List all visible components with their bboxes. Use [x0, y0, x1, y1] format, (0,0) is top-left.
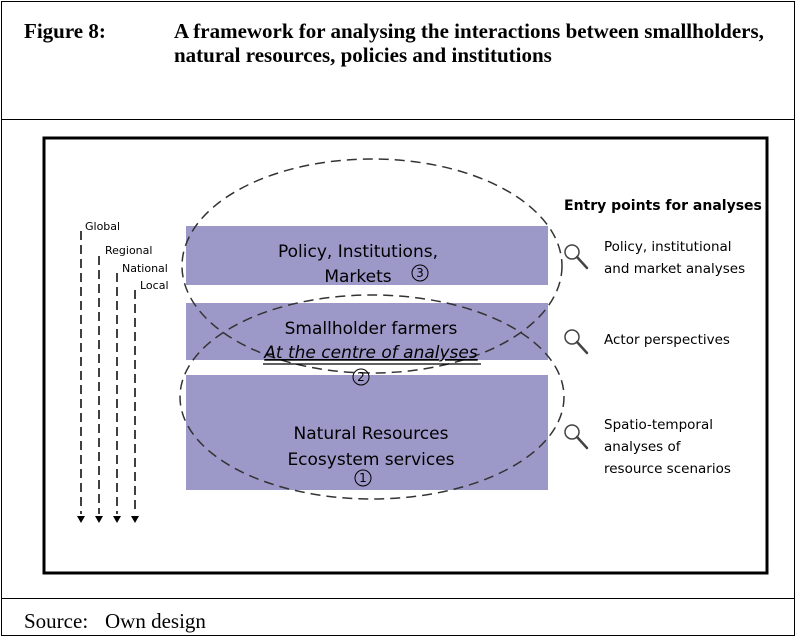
marker-3: 3 [416, 266, 424, 280]
entry-spatio-line2: analyses of [604, 439, 682, 455]
policy-band [186, 226, 548, 285]
figure-label: Figure 8: [24, 19, 106, 43]
figure-footer: Source: Own design [2, 598, 794, 637]
scale-global: Global [85, 220, 120, 233]
lower-ellipse [179, 294, 565, 500]
entry-points-title: Entry points for analyses [564, 198, 762, 214]
arrowhead-local [131, 516, 139, 523]
policy-line1: Policy, Institutions, [278, 242, 438, 262]
figure-header: Figure 8: A framework for analysing the … [2, 2, 794, 120]
entry-policy-line1: Policy, institutional [604, 239, 732, 255]
source-value: Own design [105, 609, 206, 633]
scale-national: National [122, 262, 168, 275]
marker-1-circle [354, 469, 372, 487]
entry-policy-line2: and market analyses [604, 261, 745, 277]
arrowhead-regional [95, 516, 103, 523]
policy-line2: Markets [324, 267, 391, 287]
diagram-frame [42, 136, 769, 575]
source-label: Source: [24, 609, 89, 633]
smallholder-line1: Smallholder farmers [285, 319, 458, 339]
scale-local: Local [140, 279, 169, 292]
figure-title: A framework for analysing the interactio… [174, 19, 764, 67]
entry-actor-line1: Actor perspectives [604, 332, 730, 348]
magnifier-icon [564, 244, 589, 270]
marker-2-circle [352, 368, 370, 386]
magnifier-icon [564, 329, 589, 355]
entry-spatio-line1: Spatio-temporal [604, 417, 713, 433]
arrowhead-global [77, 516, 85, 523]
scale-regional: Regional [105, 244, 152, 257]
marker-3-circle [411, 264, 429, 282]
marker-1: 1 [359, 471, 367, 485]
natural-line1: Natural Resources [294, 424, 449, 444]
smallholder-line2: At the centre of analyses [263, 343, 478, 363]
arrowhead-national [113, 516, 121, 523]
natural-line2: Ecosystem services [287, 450, 454, 470]
entry-spatio-line3: resource scenarios [604, 461, 731, 477]
marker-2: 2 [357, 370, 365, 384]
magnifier-icon [564, 424, 589, 450]
upper-ellipse [181, 158, 563, 374]
